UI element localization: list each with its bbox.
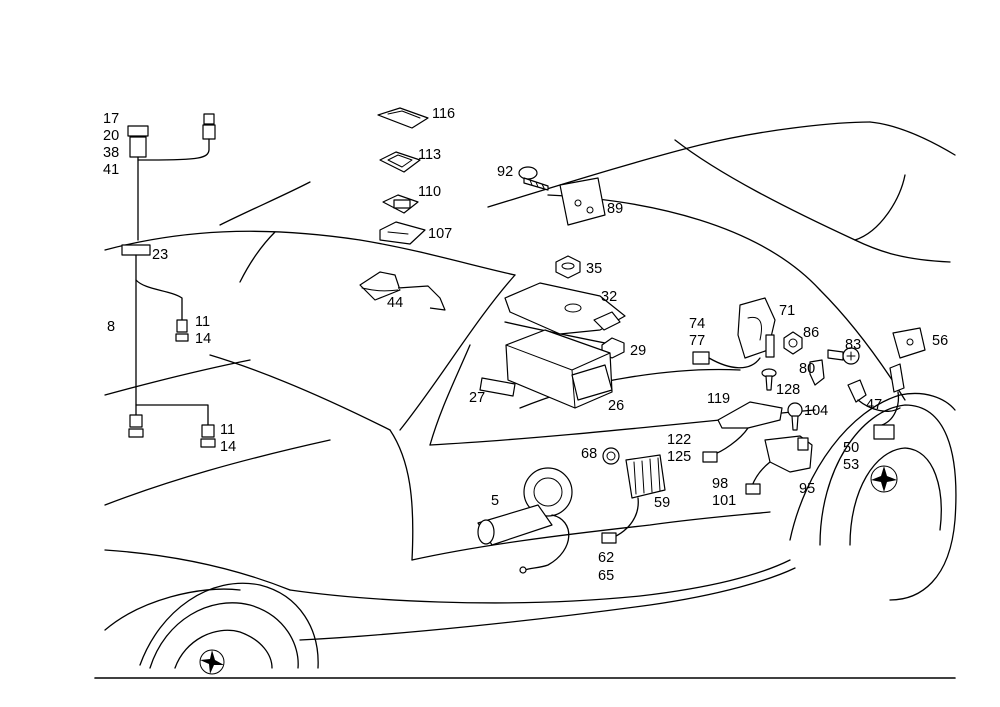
- label-32: 32: [601, 289, 617, 305]
- label-27: 27: [469, 390, 485, 406]
- label-80: 80: [799, 361, 815, 377]
- label-47: 47: [866, 397, 882, 413]
- nut-35: [555, 255, 581, 279]
- front-wheel: [149, 602, 299, 675]
- connector-74: [692, 351, 761, 369]
- label-98: 98: [712, 476, 728, 492]
- label-119: 119: [707, 391, 730, 407]
- label-5: 5: [491, 493, 499, 509]
- switch-cover-116: [377, 107, 429, 129]
- screw-104: [787, 402, 803, 431]
- sensor-47: [847, 363, 905, 440]
- control-unit-59: [601, 454, 666, 544]
- label-8: 8: [107, 319, 115, 335]
- window-motor-5: [477, 467, 573, 574]
- bolt-83: [827, 347, 860, 365]
- label-71: 71: [779, 303, 795, 319]
- screw-128: [761, 368, 777, 391]
- wiring-harness-8: [121, 113, 216, 448]
- label-83: 83: [845, 337, 861, 353]
- label-104: 104: [804, 403, 828, 419]
- nut-86: [783, 331, 803, 355]
- bracket-44: [359, 271, 446, 311]
- label-27: [479, 377, 516, 397]
- car-body-outline: [104, 121, 956, 669]
- label-23: 23: [152, 247, 168, 263]
- label-20: 20: [103, 128, 119, 144]
- bracket-89: [559, 177, 606, 226]
- grommet-68: [602, 447, 620, 465]
- label-14-lower: 14: [220, 439, 236, 455]
- switch-119: [702, 401, 783, 463]
- label-56: 56: [932, 333, 948, 349]
- label-62: 62: [598, 550, 614, 566]
- label-101: 101: [712, 493, 736, 509]
- label-92: 92: [497, 164, 513, 180]
- label-107: 107: [428, 226, 452, 242]
- harness-95: [745, 435, 813, 495]
- label-68: 68: [581, 446, 597, 462]
- label-35: 35: [586, 261, 602, 277]
- label-38: 38: [103, 145, 119, 161]
- switch-107: [379, 221, 426, 245]
- callout-labels: 17 20 38 41 23 8 11 14 11 14 116 113 110…: [103, 106, 948, 584]
- label-50: 50: [843, 440, 859, 456]
- label-128: 128: [776, 382, 800, 398]
- label-26: 26: [608, 398, 624, 414]
- label-14-upper: 14: [195, 331, 211, 347]
- label-65: 65: [598, 568, 614, 584]
- label-95: 95: [799, 481, 815, 497]
- label-125: 125: [667, 449, 691, 465]
- label-113: 113: [418, 147, 441, 163]
- label-29: 29: [630, 343, 646, 359]
- label-86: 86: [803, 325, 819, 341]
- label-110: 110: [418, 184, 441, 200]
- label-77: 77: [689, 333, 705, 349]
- label-11-upper: 11: [195, 314, 210, 330]
- label-41: 41: [103, 162, 119, 178]
- screw-92: [518, 166, 549, 191]
- label-59: 59: [654, 495, 670, 511]
- label-53: 53: [843, 457, 859, 473]
- label-17: 17: [103, 111, 119, 127]
- label-89: 89: [607, 201, 623, 217]
- label-44: 44: [387, 295, 403, 311]
- label-11-lower: 11: [220, 422, 235, 438]
- control-module-26: [505, 329, 613, 409]
- clip-80: [809, 359, 825, 386]
- switch-unit-71: [737, 297, 776, 359]
- bracket-32: [504, 282, 626, 335]
- label-122: 122: [667, 432, 691, 448]
- label-116: 116: [432, 106, 455, 122]
- label-74: 74: [689, 316, 705, 332]
- bracket-56: [892, 327, 926, 359]
- rear-wheel: [819, 404, 957, 601]
- switch-insert-110: [382, 194, 419, 214]
- switch-frame-113: [379, 151, 421, 173]
